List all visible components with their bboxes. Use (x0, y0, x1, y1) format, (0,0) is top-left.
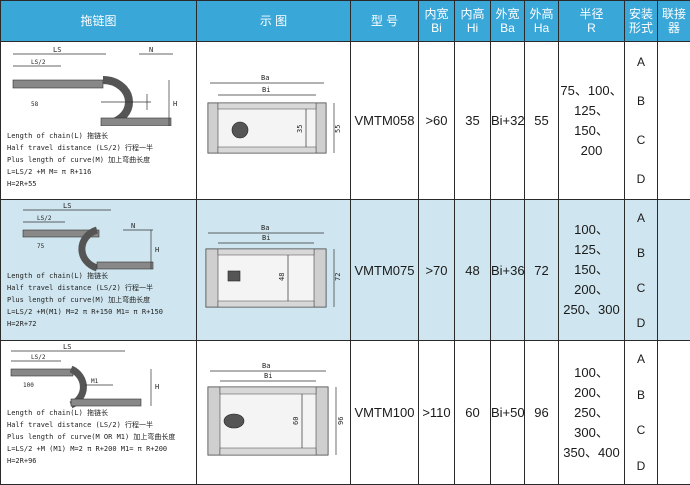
hi-cell: 35 (455, 42, 491, 200)
chain-diagram: LS N LS/2 H 58 (1, 44, 197, 126)
cross-section-diagram: Ba Bi 48 72 (198, 219, 350, 319)
mount-form-cell: A B C D (625, 42, 658, 200)
schematic-cell: Ba Bi 60 96 (197, 341, 351, 485)
ba-dim: Ba (262, 362, 270, 370)
pitch-label: 75 (37, 243, 45, 250)
hi-dim: 48 (278, 272, 286, 280)
ba-dim: Ba (261, 224, 269, 232)
radius-cell: 75、100、 125、150、 200 (559, 42, 625, 200)
header-connector: 联接器 (658, 1, 690, 42)
h-label: H (173, 100, 177, 108)
model-cell: VMTM075 (351, 200, 419, 341)
ls-label: LS (53, 46, 61, 54)
model-cell: VMTM058 (351, 42, 419, 200)
ha-dim: 72 (334, 272, 342, 280)
hi-cell: 48 (455, 200, 491, 341)
ba-cell: Bi+36 (491, 200, 525, 341)
chain-diagram-cell: LS LS/2 N H 75 Length of chain(L) 拖链长 (1, 200, 197, 341)
pitch-label: 100 (23, 382, 34, 389)
cross-section-diagram: Ba Bi 60 96 (198, 359, 350, 463)
connector-cell (658, 341, 690, 485)
pitch-label: 58 (31, 101, 39, 108)
header-mount-form: 安装形式 (625, 1, 658, 42)
ba-cell: Bi+50 (491, 341, 525, 485)
connector-cell (658, 200, 690, 341)
bi-cell: >70 (419, 200, 455, 341)
ha-cell: 72 (525, 200, 559, 341)
connector-cell (658, 42, 690, 200)
hi-cell: 60 (455, 341, 491, 485)
bi-cell: >60 (419, 42, 455, 200)
ls-label: LS (63, 202, 71, 210)
ha-cell: 96 (525, 341, 559, 485)
chain-diagram: LS LS/2 N H 75 (1, 202, 197, 272)
header-schematic: 示 图 (197, 1, 351, 42)
mount-form-cell: A B C D (625, 200, 658, 341)
model-cell: VMTM100 (351, 341, 419, 485)
ls-half-label: LS/2 (37, 215, 52, 222)
header-model: 型 号 (351, 1, 419, 42)
h-label: H (155, 383, 159, 391)
ha-dim: 96 (337, 417, 345, 425)
ls-label: LS (63, 343, 71, 351)
h-label: H (155, 246, 159, 254)
chain-diagram-cell: LS LS/2 M1 H 100 Length of chain(L) 拖链长 (1, 341, 197, 485)
bi-dim: Bi (262, 86, 270, 94)
m1-label: M1 (91, 378, 99, 385)
chain-diagram-cell: LS N LS/2 H 58 (1, 42, 197, 200)
radius-cell: 100、200、 250、300、 350、400 (559, 341, 625, 485)
chain-diagram: LS LS/2 M1 H 100 (1, 343, 197, 409)
hi-dim: 60 (292, 417, 300, 425)
chain-notes: Length of chain(L) 拖链长 Half travel dista… (7, 270, 163, 330)
ls-half-label: LS/2 (31, 59, 46, 66)
table-row: LS LS/2 N H 75 Length of chain(L) 拖链长 (1, 200, 690, 341)
bi-dim: Bi (264, 372, 272, 380)
ba-cell: Bi+32 (491, 42, 525, 200)
table-row: LS LS/2 M1 H 100 Length of chain(L) 拖链长 (1, 341, 690, 485)
schematic-cell: Ba Bi 35 55 (197, 42, 351, 200)
chain-notes: Length of chain(L) 拖链长 Half travel dista… (7, 407, 175, 467)
table-row: LS N LS/2 H 58 (1, 42, 690, 200)
n-label: N (131, 222, 135, 230)
ha-dim: 55 (334, 125, 342, 133)
radius-cell: 100、125、 150、200、 250、300 (559, 200, 625, 341)
bi-dim: Bi (262, 234, 270, 242)
hi-dim: 35 (296, 125, 304, 133)
chain-notes: Length of chain(L) 拖链长 Half travel dista… (7, 130, 153, 190)
bi-cell: >110 (419, 341, 455, 485)
n-label: N (149, 46, 153, 54)
ls-half-label: LS/2 (31, 354, 46, 361)
mount-form-cell: A B C D (625, 341, 658, 485)
ha-cell: 55 (525, 42, 559, 200)
header-drag-chain-diagram: 拖链图 (1, 1, 197, 42)
cross-section-diagram: Ba Bi 35 55 (198, 69, 350, 169)
ba-dim: Ba (261, 74, 269, 82)
schematic-cell: Ba Bi 48 72 (197, 200, 351, 341)
